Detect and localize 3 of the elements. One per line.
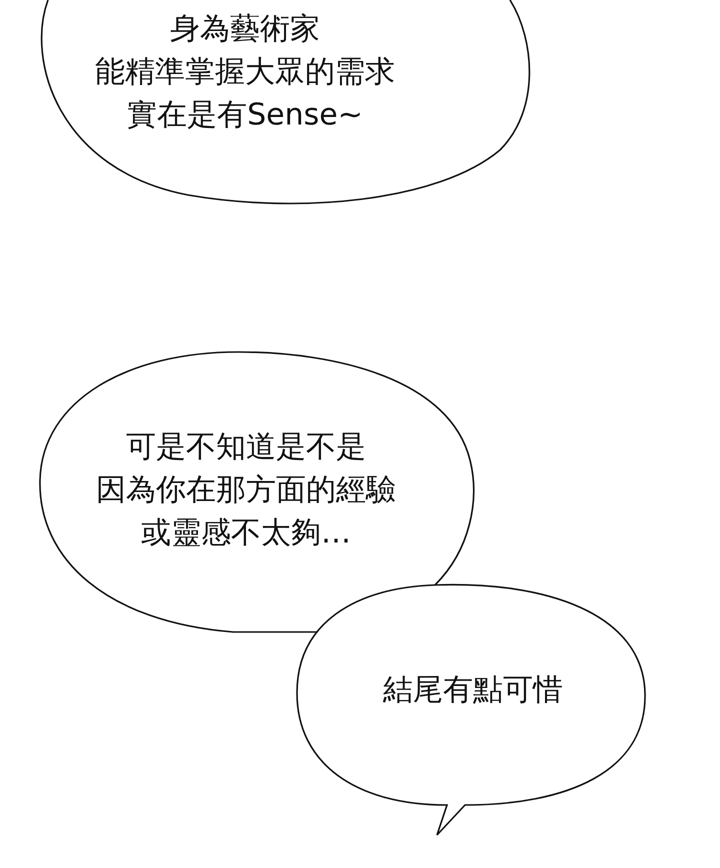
speech-text: 結尾有點可惜 xyxy=(383,672,563,710)
speech-text: 可是不知道是不是因為你在那方面的經驗或靈感不太夠… xyxy=(96,428,396,552)
speech-text: 身為藝術家能精準掌握大眾的需求實在是有Sense~ xyxy=(95,10,395,134)
